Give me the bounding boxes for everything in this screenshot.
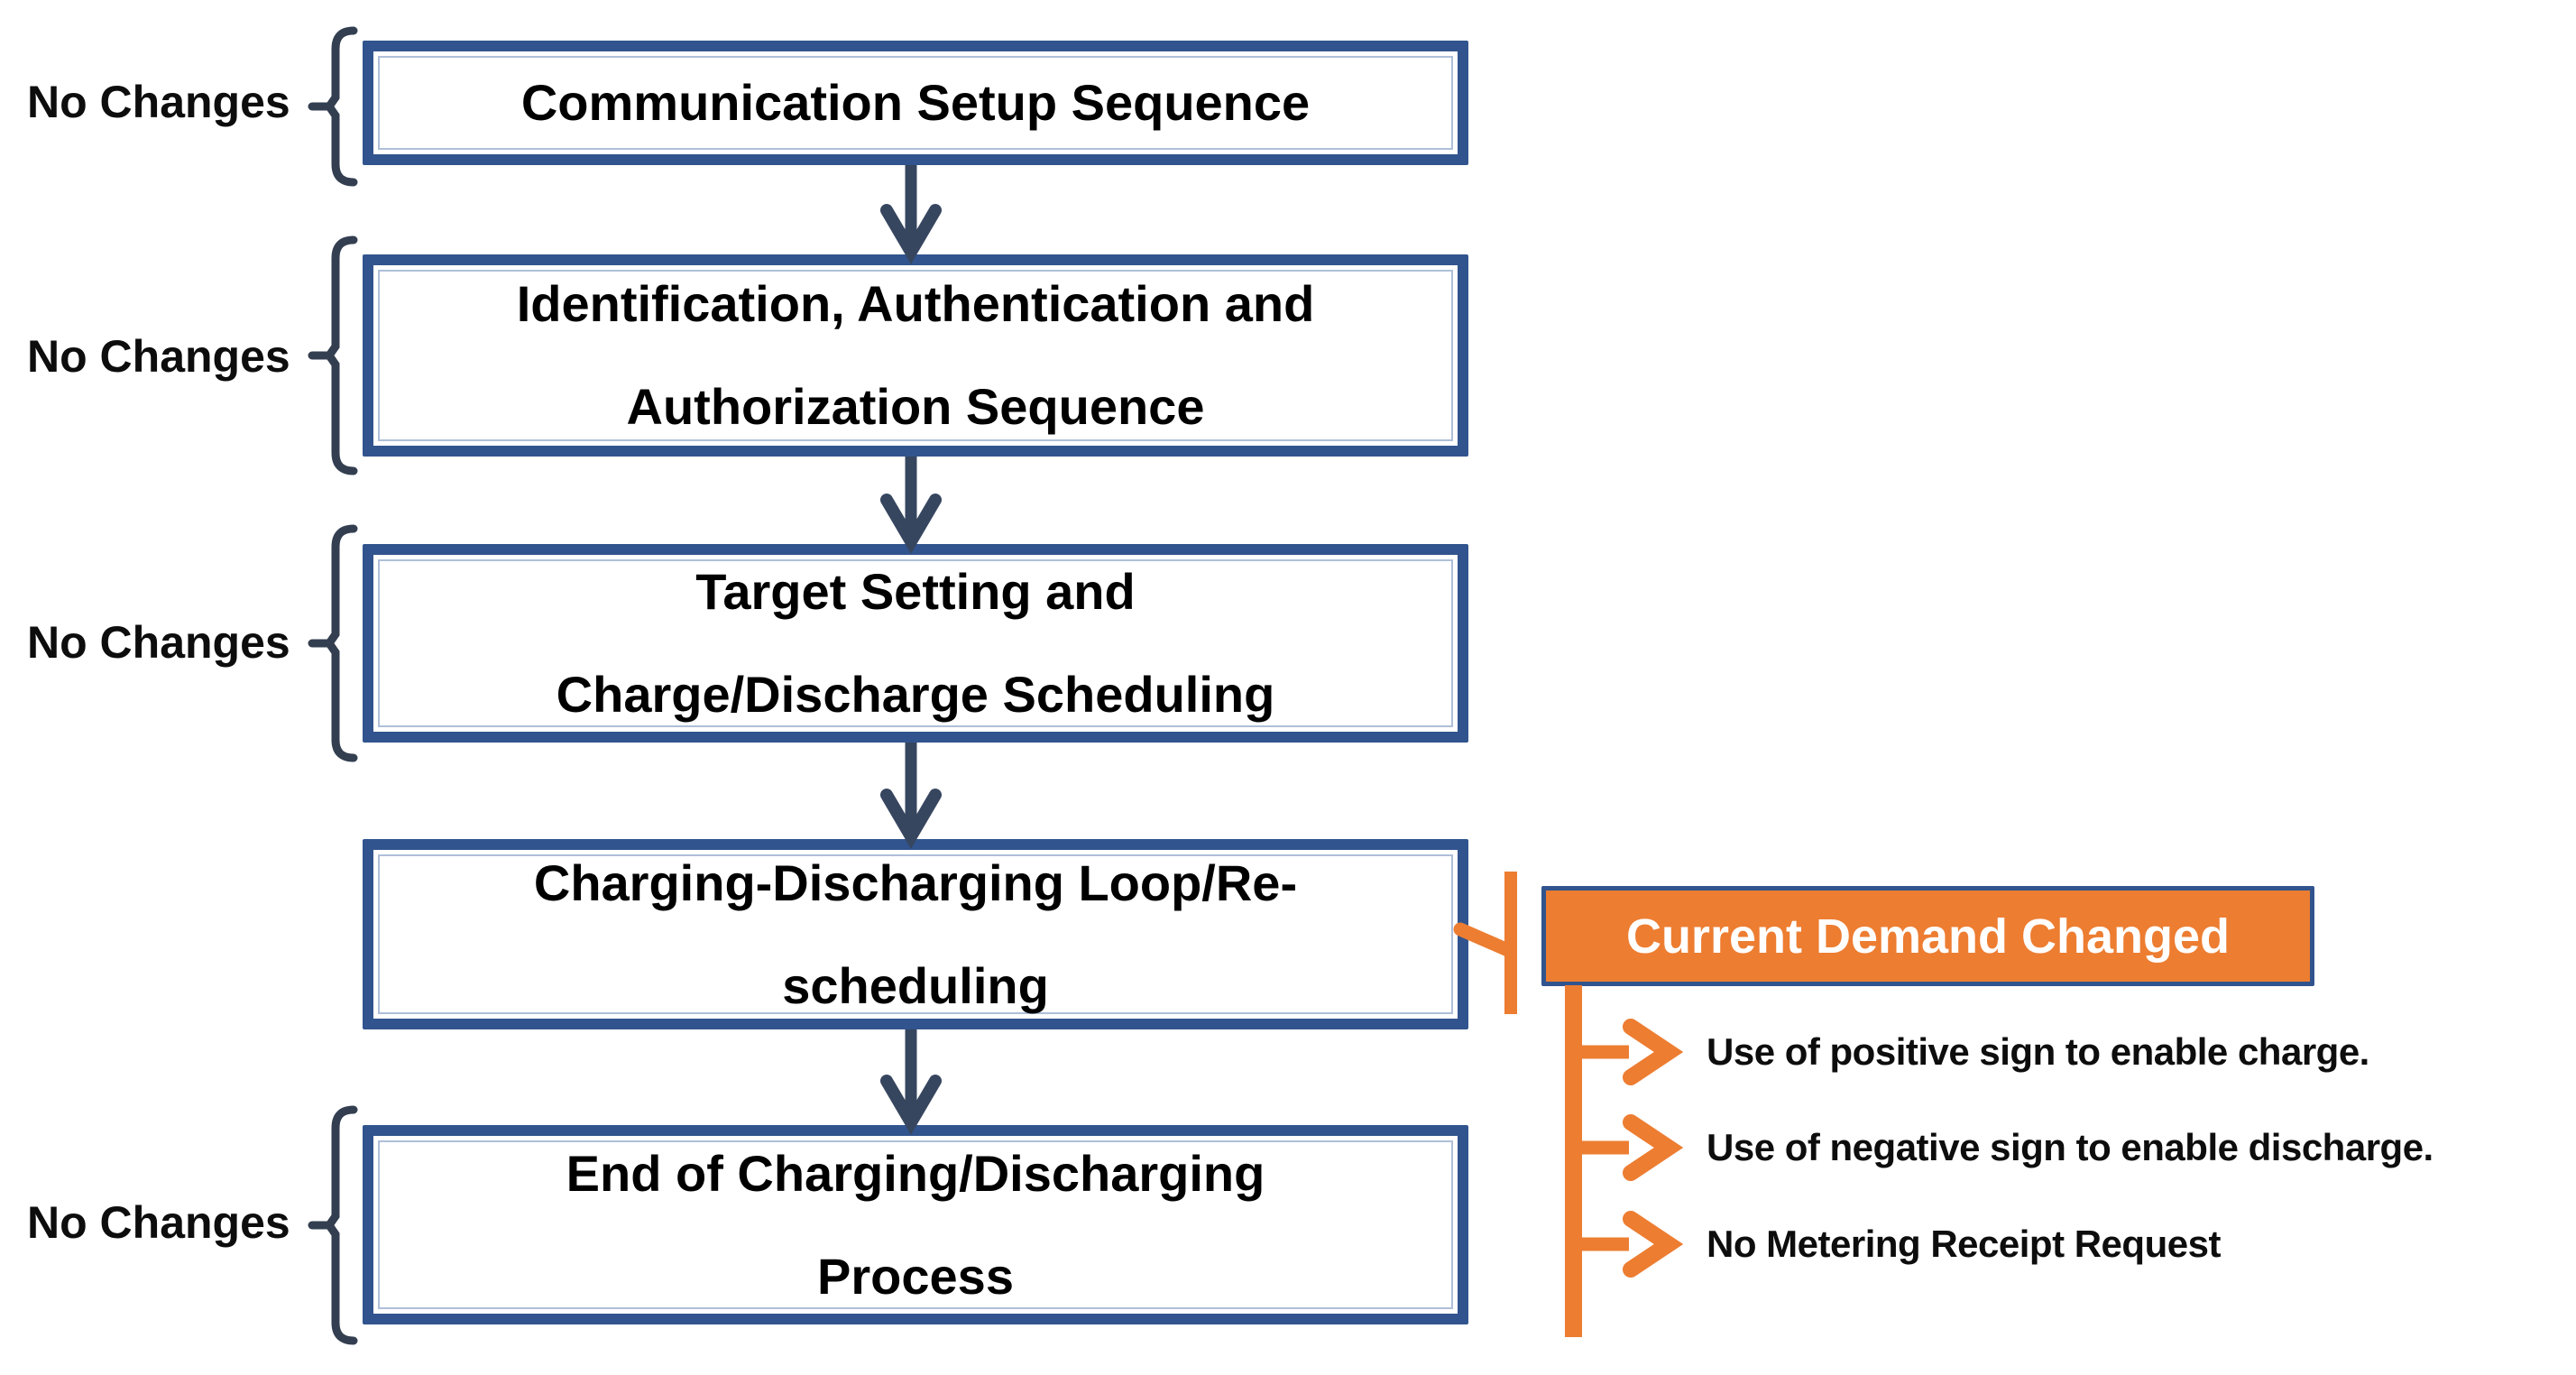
bullet-negative-sign: Use of negative sign to enable discharge… [1707, 1126, 2433, 1168]
flow-box-end-of-process: End of Charging/Discharging Process [363, 1125, 1468, 1324]
no-changes-label-1: No Changes [27, 77, 290, 127]
flow-box-text: Authorization Sequence [626, 378, 1205, 435]
flow-box-text: Process [817, 1247, 1014, 1305]
down-arrow-icon [880, 457, 942, 554]
current-demand-changed-box: Current Demand Changed [1541, 886, 2314, 986]
no-changes-label-3: No Changes [27, 617, 290, 668]
flow-box-text: Communication Setup Sequence [520, 74, 1311, 131]
bullet-positive-sign: Use of positive sign to enable charge. [1707, 1030, 2369, 1073]
down-arrow-icon [880, 743, 942, 849]
flow-box-charging-discharging-loop: Charging-Discharging Loop/Re- scheduling [363, 839, 1468, 1029]
no-changes-bracket-icon [308, 235, 358, 475]
no-changes-bracket-icon [308, 524, 358, 762]
flow-box-text: End of Charging/Discharging [566, 1144, 1265, 1202]
down-arrow-icon [880, 1029, 942, 1135]
no-changes-bracket-icon [308, 26, 358, 187]
flow-box-text: Target Setting and [695, 563, 1136, 620]
no-changes-label-4: No Changes [27, 1197, 290, 1248]
no-changes-bracket-icon [308, 1105, 358, 1345]
bullet-no-metering-receipt: No Metering Receipt Request [1707, 1223, 2221, 1265]
flow-box-target-setting: Target Setting and Charge/Discharge Sche… [363, 544, 1468, 743]
flow-box-text: Charge/Discharge Scheduling [556, 666, 1275, 723]
branch-tree-icon [1565, 985, 1684, 1337]
note-box-title: Current Demand Changed [1625, 909, 2231, 964]
no-changes-label-2: No Changes [27, 331, 290, 382]
flow-box-text: scheduling [782, 956, 1049, 1014]
flow-box-communication-setup: Communication Setup Sequence [363, 41, 1468, 165]
flow-box-identification-authentication: Identification, Authentication and Autho… [363, 254, 1468, 457]
down-arrow-icon [880, 165, 942, 264]
flow-box-text: Identification, Authentication and [516, 275, 1315, 332]
flow-box-text: Charging-Discharging Loop/Re- [533, 854, 1298, 911]
orange-connector-icon [1453, 872, 1517, 1014]
